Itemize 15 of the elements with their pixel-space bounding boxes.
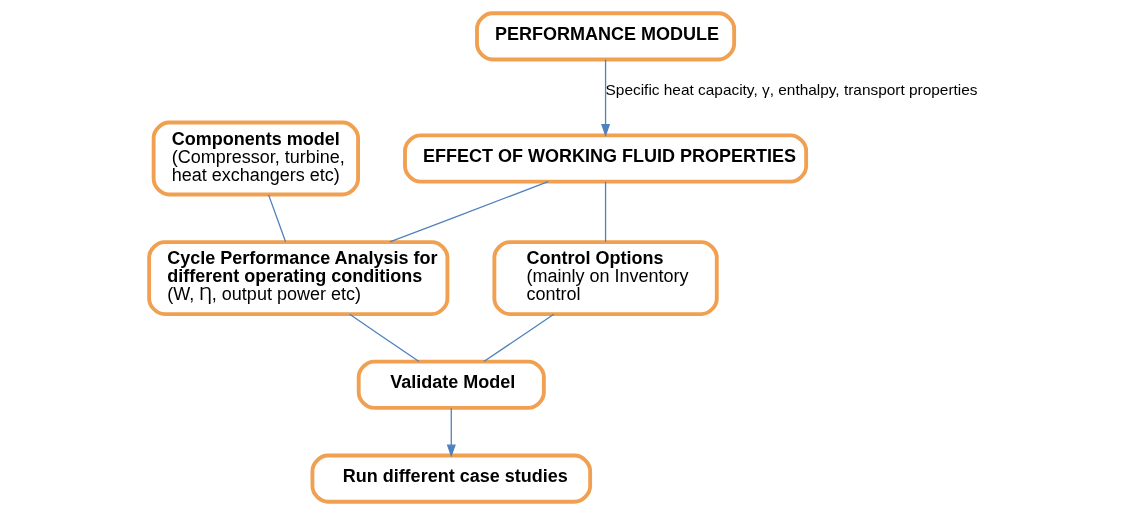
connector — [348, 313, 420, 363]
connector — [604, 181, 606, 243]
node-box: PERFORMANCE MODULE — [474, 11, 736, 62]
connector — [388, 181, 549, 243]
node-box: Run different case studies — [310, 453, 592, 504]
arrow — [446, 407, 456, 458]
arrow — [600, 58, 610, 137]
node-box: EFFECT OF WORKING FLUID PROPERTIES — [402, 133, 808, 184]
node-box: Cycle Performance Analysis for different operating conditions (W, Ƞ, output power etc) — [146, 240, 449, 316]
node-box: Components model (Compressor, turbine, heat exchangers etc) — [151, 120, 360, 197]
node-box: Validate Model — [356, 359, 546, 410]
connector — [482, 313, 554, 363]
node-box: Control Options (mainly on Inventory control — [491, 240, 719, 316]
edge-label: Specific heat capacity, γ, enthalpy, transport properties — [605, 80, 978, 98]
connector — [267, 194, 286, 243]
